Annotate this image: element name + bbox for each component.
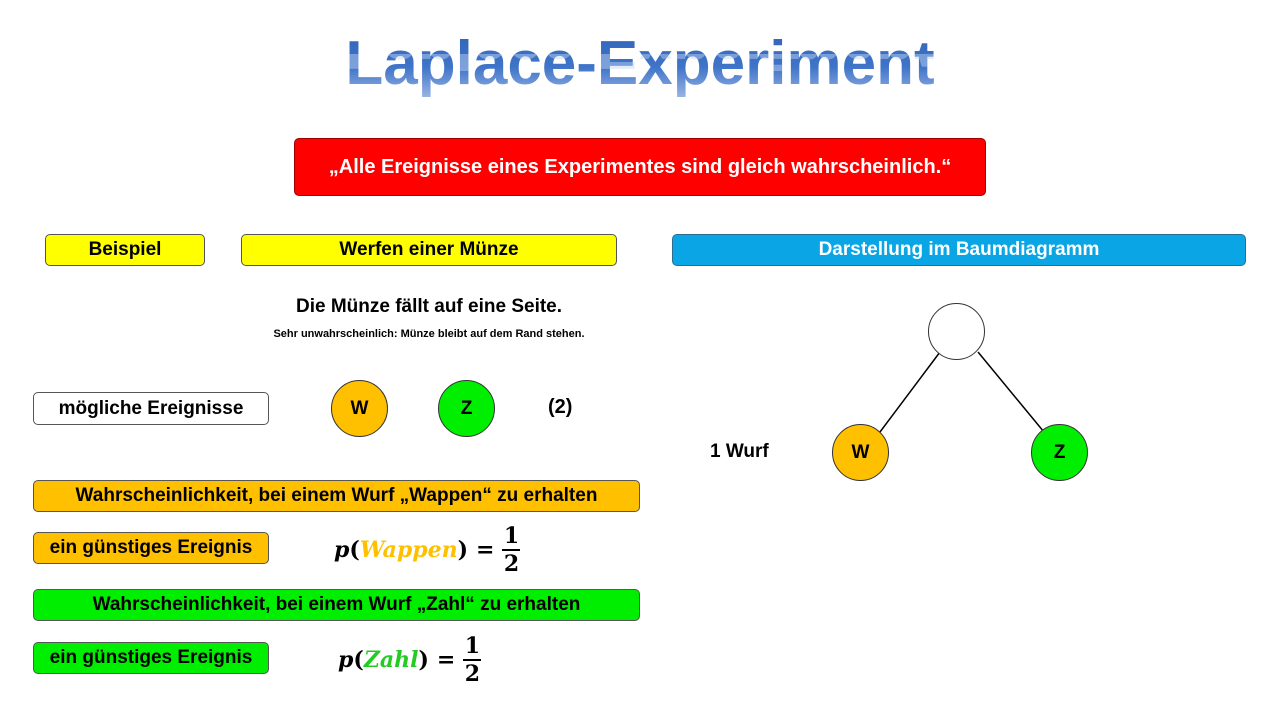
wappen-numerator: 1 <box>503 523 520 549</box>
zahl-denominator: 2 <box>464 661 480 687</box>
wappen-formula: p(Wappen) = 1 2 <box>334 522 521 578</box>
wappen-open-paren: ( <box>349 537 360 563</box>
zahl-fraction: 1 2 <box>463 633 482 687</box>
zahl-p: p <box>338 647 354 673</box>
tree-leaf-w: W <box>832 424 889 481</box>
zahl-numerator: 1 <box>464 633 480 659</box>
tree-edge-z <box>977 351 1045 433</box>
zahl-fraction-bar <box>463 659 482 661</box>
title-reflection: Laplace-Experiment <box>0 54 1280 82</box>
zahl-open-paren: ( <box>353 647 364 673</box>
wappen-close-paren: ) <box>457 537 469 563</box>
tree-root-node <box>928 303 985 360</box>
wappen-equals: = <box>476 537 495 563</box>
wappen-fraction-bar <box>502 549 521 551</box>
tree-edge-w <box>879 351 941 433</box>
zahl-arg: Zahl <box>363 647 419 673</box>
coin-note: Sehr unwahrscheinlich: Münze bleibt auf … <box>273 328 585 340</box>
event-w-circle: W <box>331 380 388 437</box>
events-count: (2) <box>548 396 573 418</box>
wappen-arg: Wappen <box>359 537 458 563</box>
wappen-p: p <box>334 537 350 563</box>
definition-box: „Alle Ereignisse eines Experimentes sind… <box>294 138 986 196</box>
zahl-formula: p(Zahl) = 1 2 <box>338 632 482 688</box>
wappen-denominator: 2 <box>503 551 520 577</box>
example-text: Werfen einer Münze <box>241 234 617 266</box>
zahl-equals: = <box>436 647 456 673</box>
zahl-favorable-label: ein günstiges Ereignis <box>33 642 269 674</box>
page-title: Laplace-Experiment <box>0 28 1280 99</box>
wappen-favorable-label: ein günstiges Ereignis <box>33 532 269 564</box>
coin-statement: Die Münze fällt auf eine Seite. <box>295 296 563 317</box>
tree-leaf-z: Z <box>1031 424 1088 481</box>
zahl-header: Wahrscheinlichkeit, bei einem Wurf „Zahl… <box>33 589 640 621</box>
possible-events-label: mögliche Ereignisse <box>33 392 269 425</box>
tree-header: Darstellung im Baumdiagramm <box>672 234 1246 266</box>
tree-diagram <box>879 351 1045 433</box>
zahl-close-paren: ) <box>418 647 429 673</box>
tree-level-label: 1 Wurf <box>710 441 769 462</box>
example-label: Beispiel <box>45 234 205 266</box>
wappen-header: Wahrscheinlichkeit, bei einem Wurf „Wapp… <box>33 480 640 512</box>
wappen-fraction: 1 2 <box>502 523 521 577</box>
event-z-circle: Z <box>438 380 495 437</box>
